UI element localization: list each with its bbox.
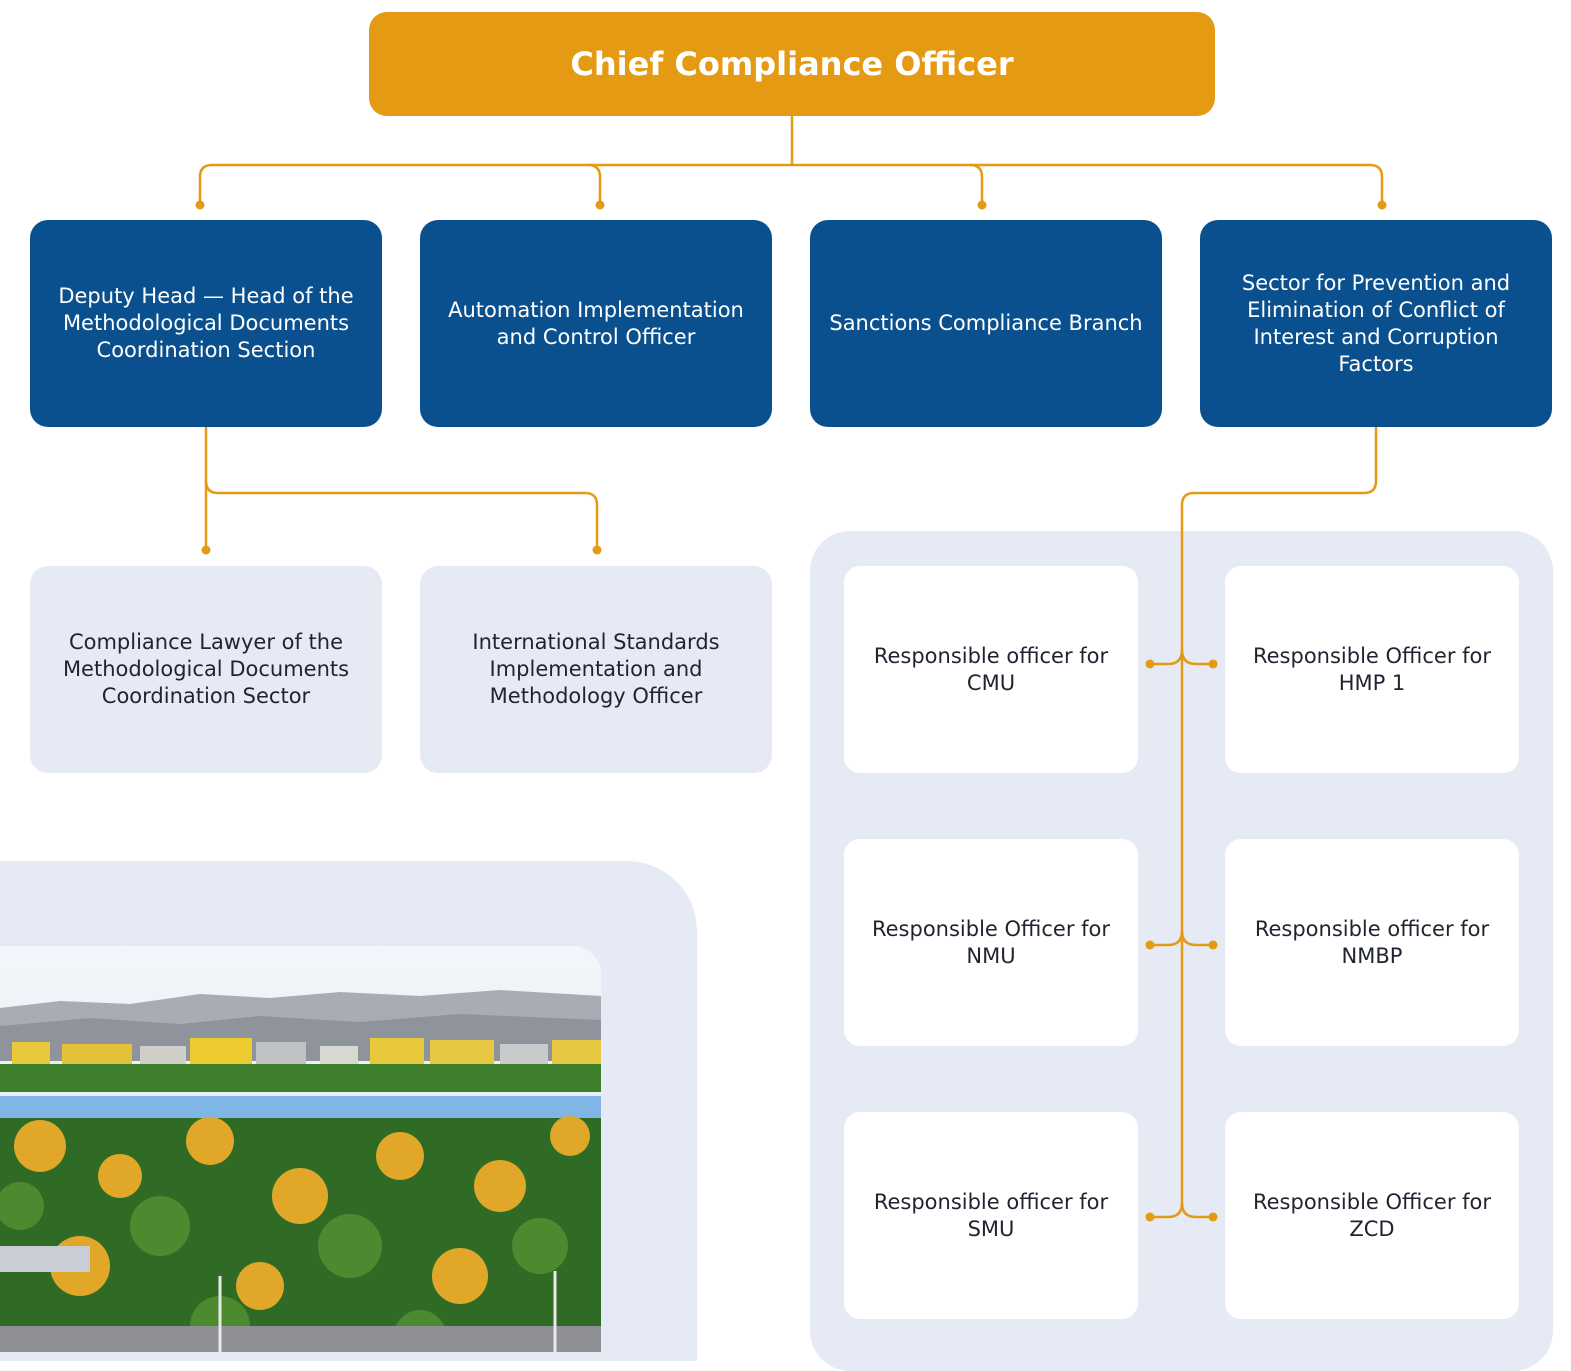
subunit-compliance-lawyer-node: Compliance Lawyer of the Methodological … [30, 566, 382, 773]
subunit-label: Compliance Lawyer of the Methodological … [62, 630, 350, 708]
officer-card-hmp1: Responsible Officer for HMP 1 [1225, 566, 1519, 773]
subunit-label: International Standards Implementation a… [472, 630, 720, 708]
officer-label: Responsible officer for NMBP [1254, 916, 1490, 968]
department-label: Automation Implementation and Control Of… [448, 297, 744, 349]
department-label: Deputy Head — Head of the Methodological… [58, 284, 354, 362]
department-deputy-head-node: Deputy Head — Head of the Methodological… [30, 220, 382, 427]
officer-label: Responsible Officer for ZCD [1252, 1189, 1491, 1241]
officer-label: Responsible officer for CMU [873, 643, 1109, 695]
department-sanctions-node: Sanctions Compliance Branch [810, 220, 1162, 427]
officer-card-cmu: Responsible officer for CMU [844, 566, 1138, 773]
officer-label: Responsible Officer for HMP 1 [1252, 643, 1491, 695]
department-automation-node: Automation Implementation and Control Of… [420, 220, 772, 427]
head-title: Chief Compliance Officer [570, 45, 1014, 83]
officer-card-zcd: Responsible Officer for ZCD [1225, 1112, 1519, 1319]
city-photo [0, 946, 601, 1352]
chief-compliance-officer-node: Chief Compliance Officer [369, 12, 1215, 116]
department-label: Sanctions Compliance Branch [829, 311, 1143, 335]
department-label: Sector for Prevention and Elimination of… [1241, 270, 1511, 376]
department-conflict-of-interest-node: Sector for Prevention and Elimination of… [1200, 220, 1552, 427]
officer-card-nmu: Responsible Officer for NMU [844, 839, 1138, 1046]
officer-label: Responsible Officer for NMU [871, 916, 1110, 968]
officer-label: Responsible officer for SMU [873, 1189, 1109, 1241]
officer-card-smu: Responsible officer for SMU [844, 1112, 1138, 1319]
subunit-international-standards-node: International Standards Implementation a… [420, 566, 772, 773]
officer-card-nmbp: Responsible officer for NMBP [1225, 839, 1519, 1046]
